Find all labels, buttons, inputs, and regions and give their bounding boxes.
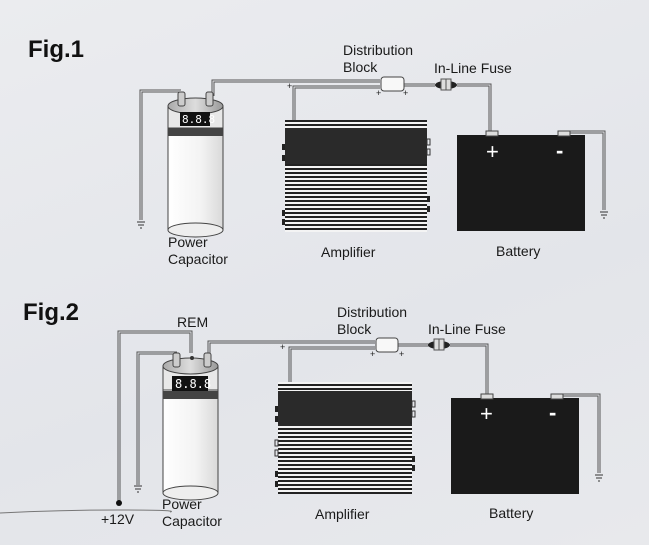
fig2-12v-label: +12V — [101, 511, 135, 527]
fig2-battery — [451, 393, 579, 494]
fig1-amp-plus-mark: + — [287, 81, 293, 91]
fig1-inline-fuse — [435, 78, 457, 91]
fig2-battery-negative-mark: - — [549, 400, 557, 425]
fig2-wires — [117, 330, 601, 502]
fig2-amplifier — [274, 382, 416, 494]
fig2-amp-plus-mark: + — [280, 342, 286, 352]
fig1-battery-negative-mark: - — [556, 138, 564, 163]
fig1-cap-positive-wire — [211, 79, 380, 96]
fig1-wires — [139, 79, 606, 220]
fig2-capacitor-label-line1: Power — [162, 496, 202, 512]
fig2-distribution-block — [375, 337, 399, 353]
fig2-ground-symbols — [134, 474, 603, 493]
fig2-power-capacitor — [162, 352, 219, 501]
fig1-capacitor-display — [180, 112, 210, 126]
fig2-fuse-to-battery-wire — [450, 343, 489, 395]
fig1-battery-positive-mark: + — [486, 139, 499, 164]
fig1-amplifier-label: Amplifier — [321, 244, 376, 260]
ground-icon — [134, 485, 142, 493]
fig1-cap-ground-wire — [141, 91, 181, 220]
fig2-rem-label: REM — [177, 314, 209, 330]
ground-icon — [137, 221, 145, 229]
fig1-distribution-block — [380, 76, 405, 92]
fig1-title: Fig.1 — [28, 36, 85, 63]
fig1-ground-symbols — [137, 211, 608, 229]
ground-icon — [600, 211, 608, 219]
fig1-battery-label: Battery — [496, 243, 541, 259]
fig1-battery — [457, 130, 585, 231]
fig2-distribution-block-label-line1: Distribution — [337, 304, 408, 320]
fig2-block-plus-mark-right: + — [399, 349, 405, 359]
fig1-power-capacitor — [167, 91, 224, 238]
fig1-distribution-block-label-line2: Block — [343, 59, 378, 75]
fig2-capacitor-display — [172, 376, 208, 391]
fig1-capacitor-display-text: 8.8.8 — [182, 113, 216, 126]
fig2-supply-line — [0, 509, 172, 514]
fig2-battery-ground-wire — [553, 393, 601, 473]
fig2-inline-fuse — [428, 338, 450, 351]
fig2-capacitor-display-text: 8.8.8 — [175, 377, 212, 391]
fig1-block-plus-mark-right: + — [403, 88, 409, 98]
fig1-amp-positive-wire — [292, 85, 380, 120]
fig2-battery-positive-mark: + — [480, 401, 493, 426]
fig1-block-plus-mark-left: + — [376, 88, 382, 98]
fig2-title: Fig.2 — [23, 299, 80, 326]
fig2-distribution-block-label-line2: Block — [337, 321, 372, 337]
fig1-battery-ground-wire — [565, 130, 606, 210]
fig1-capacitor-label-line1: Power — [168, 234, 208, 250]
fig2-12v-terminal — [116, 500, 122, 506]
fig2-amplifier-label: Amplifier — [315, 506, 370, 522]
fig2-battery-label: Battery — [489, 505, 534, 521]
fig1-distribution-block-label-line1: Distribution — [343, 42, 414, 58]
fig1-capacitor-label-line2: Capacitor — [168, 251, 228, 267]
fig2-capacitor-label-line2: Capacitor — [162, 513, 222, 529]
fig1-fuse-to-battery-wire — [457, 83, 492, 132]
fig1-fuse-label: In-Line Fuse — [434, 60, 512, 76]
fig2-cap-ground-wire — [136, 351, 177, 485]
fig2-fuse-label: In-Line Fuse — [428, 321, 506, 337]
fig1-amplifier — [282, 120, 431, 232]
fig2-block-plus-mark-left: + — [370, 349, 376, 359]
fig2-amp-positive-wire — [288, 346, 375, 382]
fig2-cap-positive-wire — [207, 340, 375, 356]
ground-icon — [595, 474, 603, 482]
fig2-rem-wire — [117, 330, 193, 502]
